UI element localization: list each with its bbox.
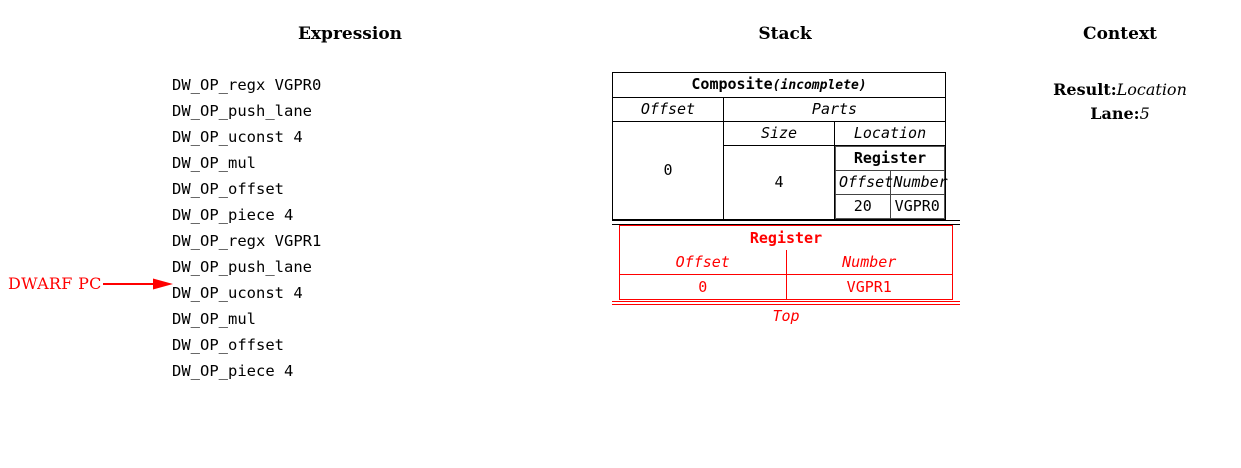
top-register-offset-header: Offset	[619, 250, 787, 275]
composite-title: Composite	[691, 75, 773, 93]
composite-header-row: Offset Parts	[612, 97, 946, 122]
composite-title-cell: Composite(incomplete)	[612, 72, 946, 98]
composite-location-value: Register Offset Number 20 VGPR0	[835, 146, 948, 220]
context-block: Result:Location Lane:5	[1020, 78, 1220, 126]
context-key-lane: Lane:	[1090, 104, 1140, 123]
top-register-number-value: VGPR1	[846, 278, 892, 296]
stack-entry-separator	[612, 220, 960, 225]
arrow-right-icon	[102, 278, 173, 289]
nested-register-title: Register	[835, 146, 945, 171]
composite-title-row: Composite(incomplete)	[612, 72, 946, 98]
nested-register-offset-value: 20	[835, 194, 891, 219]
top-register-offset-value: 0	[619, 274, 787, 300]
nested-register-table: Register Offset Number 20 VGPR0	[835, 146, 948, 219]
top-register-number-header: Number	[786, 250, 953, 275]
expression-line: DW_OP_push_lane	[172, 102, 312, 120]
column-heading-expression: Expression	[297, 24, 403, 44]
nested-register-title-row: Register	[835, 146, 945, 171]
context-value-result: Location	[1116, 80, 1187, 99]
composite-location-header: Location	[834, 121, 946, 146]
expression-line: DW_OP_regx VGPR1	[172, 232, 322, 250]
expression-line: DW_OP_offset	[172, 180, 284, 198]
expression-line: DW_OP_uconst 4	[172, 128, 303, 146]
top-register-title-row: Register	[620, 226, 953, 251]
expression-listing: DW_OP_regx VGPR0 DW_OP_push_lane DW_OP_u…	[172, 72, 321, 384]
column-heading-stack: Stack	[758, 24, 812, 44]
composite-part-row: 4 Register Offset Number 20 VGPR0	[613, 145, 948, 220]
stack-area: Composite(incomplete) Offset Parts 0 Siz…	[612, 72, 960, 327]
expression-line: DW_OP_mul	[172, 154, 256, 172]
nested-register-number-value: VGPR0	[894, 197, 940, 215]
composite-value-row: 0 Size Location	[612, 121, 946, 220]
expression-line: DW_OP_mul	[172, 310, 256, 328]
dwarf-pc-marker: DWARF PC	[8, 270, 175, 296]
expression-line: DW_OP_offset	[172, 336, 284, 354]
composite-offset-header: Offset	[612, 97, 724, 122]
composite-title-qualifier: (incomplete)	[772, 78, 867, 93]
composite-size-header: Size	[723, 121, 835, 146]
composite-size-value: 4	[723, 145, 835, 220]
expression-line: DW_OP_push_lane	[172, 258, 312, 276]
stack-top-label: Top	[772, 307, 800, 325]
top-register-header-row: Offset Number	[619, 250, 953, 275]
expression-line: DW_OP_regx VGPR0	[172, 76, 322, 94]
expression-line: DW_OP_uconst 4	[172, 284, 303, 302]
top-register-title: Register	[749, 229, 823, 247]
context-value-lane: 5	[1139, 104, 1150, 123]
column-heading-context: Context	[1083, 24, 1157, 44]
nested-register-value-row: 20 VGPR0	[835, 194, 945, 219]
nested-register-number-header: Number	[890, 170, 948, 195]
nested-register-offset-header: Offset	[835, 170, 893, 195]
context-row-lane: Lane:5	[1020, 102, 1220, 126]
expression-line: DW_OP_piece 4	[172, 362, 294, 380]
nested-register-header-row: Offset Number	[835, 170, 948, 195]
top-register-value-row: 0 VGPR1	[619, 274, 953, 300]
composite-offset-value: 0	[612, 121, 724, 220]
stack-top-rule	[612, 301, 960, 305]
stack-entry-composite: Composite(incomplete) Offset Parts 0 Siz…	[612, 72, 948, 220]
dwarf-pc-label: DWARF PC	[8, 273, 102, 293]
context-row-result: Result:Location	[1020, 78, 1220, 102]
composite-parts-header: Parts	[723, 97, 946, 122]
expression-line: DW_OP_piece 4	[172, 206, 294, 224]
context-key-result: Result:	[1053, 80, 1117, 99]
stack-entry-register-top: Register Offset Number 0 VGPR1	[619, 225, 953, 300]
